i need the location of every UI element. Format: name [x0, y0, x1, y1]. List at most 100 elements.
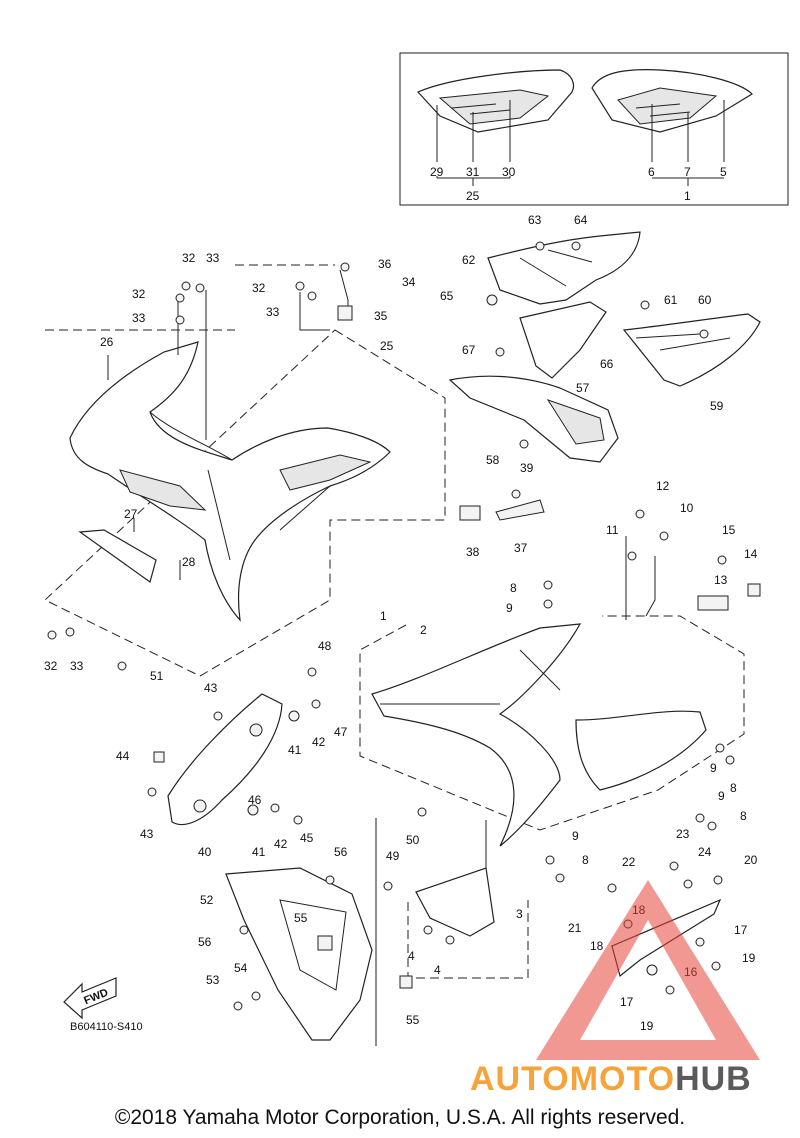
callout-30: 30	[502, 165, 516, 179]
callout-60: 60	[698, 293, 712, 307]
callout-33-b: 33	[132, 311, 146, 325]
callout-8-d: 8	[582, 853, 589, 867]
callout-43-b: 43	[140, 827, 154, 841]
callout-25: 25	[380, 339, 394, 353]
callout-56-a: 56	[334, 845, 348, 859]
callout-38: 38	[466, 545, 480, 559]
callout-41-b: 41	[252, 845, 266, 859]
callout-59: 59	[710, 399, 724, 413]
callout-35: 35	[374, 309, 388, 323]
callout-51: 51	[150, 669, 164, 683]
callout-9-c: 9	[718, 789, 725, 803]
watermark-brand-part1: AUTOMOTO	[470, 1060, 675, 1098]
callout-48: 48	[318, 639, 332, 653]
callout-53: 53	[206, 973, 220, 987]
svg-text:AUTOMOTOHUB: AUTOMOTOHUB	[470, 1060, 752, 1098]
callout-28: 28	[182, 555, 196, 569]
callout-27: 27	[124, 507, 138, 521]
callout-4-a: 4	[408, 949, 415, 963]
callout-13: 13	[714, 573, 728, 587]
callout-7: 7	[684, 165, 691, 179]
callout-14: 14	[744, 547, 758, 561]
callout-20: 20	[744, 853, 758, 867]
callout-56-b: 56	[198, 935, 212, 949]
callout-57: 57	[576, 381, 590, 395]
callout-4-b: 4	[434, 963, 441, 977]
hardware-group	[47, 241, 761, 1011]
callout-58: 58	[486, 453, 500, 467]
callout-67: 67	[462, 343, 476, 357]
callout-33-c: 33	[266, 305, 280, 319]
callout-33-a: 33	[206, 251, 220, 265]
automotohub-watermark: AUTOMOTOHUB	[470, 880, 760, 1098]
callout-61: 61	[664, 293, 678, 307]
callout-42-a: 42	[312, 735, 326, 749]
callout-9-d: 9	[572, 829, 579, 843]
callout-43-a: 43	[204, 681, 218, 695]
callout-6: 6	[648, 165, 655, 179]
callout-2: 2	[420, 623, 427, 637]
callout-15: 15	[722, 523, 736, 537]
callout-32-b: 32	[132, 287, 146, 301]
callout-10: 10	[680, 501, 694, 515]
callout-21: 21	[568, 921, 582, 935]
side-cowling-group	[359, 536, 745, 847]
callout-17-a: 17	[734, 923, 748, 937]
callout-45: 45	[300, 831, 314, 845]
callout-8-a: 8	[510, 581, 517, 595]
callout-39: 39	[520, 461, 534, 475]
callout-42-b: 42	[274, 837, 288, 851]
copyright-text: ©2018 Yamaha Motor Corporation, U.S.A. A…	[115, 1106, 685, 1129]
callout-41-a: 41	[288, 743, 302, 757]
callout-44: 44	[116, 749, 130, 763]
callout-29: 29	[430, 165, 444, 179]
callout-26: 26	[100, 335, 114, 349]
callout-25-inset: 25	[466, 189, 480, 203]
callout-52: 52	[200, 893, 214, 907]
fwd-arrow-icon: FWD	[63, 977, 117, 1020]
callout-32-c: 32	[252, 281, 266, 295]
callout-31: 31	[466, 165, 480, 179]
callout-63: 63	[528, 213, 542, 227]
upper-cowling-group	[44, 264, 446, 677]
callout-8-b: 8	[730, 781, 737, 795]
callout-46: 46	[248, 793, 262, 807]
callout-19-a: 19	[742, 951, 756, 965]
callout-32-a: 32	[182, 251, 196, 265]
callout-5: 5	[720, 165, 727, 179]
callout-24: 24	[698, 845, 712, 859]
watermark-triangle-icon	[536, 880, 760, 1060]
callout-66: 66	[600, 357, 614, 371]
watermark-brand-part2: HUB	[675, 1060, 752, 1098]
callouts: 29 31 30 25 6 7 5 1 32 33 32 33 26 32 33…	[44, 165, 758, 1033]
callout-8-c: 8	[740, 809, 747, 823]
callout-40: 40	[198, 845, 212, 859]
callout-55-a: 55	[294, 911, 308, 925]
callout-22: 22	[622, 855, 636, 869]
callout-11: 11	[606, 523, 619, 537]
callout-17-b: 17	[620, 995, 634, 1009]
callout-19-b: 19	[640, 1019, 654, 1033]
callout-12: 12	[656, 479, 670, 493]
diagram-code: B604110-S410	[70, 1021, 143, 1033]
callout-34: 34	[402, 275, 416, 289]
callout-49: 49	[386, 849, 400, 863]
callout-50: 50	[406, 833, 420, 847]
callout-37: 37	[514, 541, 528, 555]
brackets-group	[448, 231, 761, 463]
callout-36: 36	[378, 257, 392, 271]
callout-33-d: 33	[70, 659, 84, 673]
callout-62: 62	[462, 253, 476, 267]
callout-32-d: 32	[44, 659, 58, 673]
callout-64: 64	[574, 213, 588, 227]
callout-47: 47	[334, 725, 348, 739]
callout-3: 3	[516, 907, 523, 921]
decal-inset	[399, 52, 789, 206]
callout-1: 1	[380, 609, 387, 623]
callout-1-inset: 1	[684, 189, 691, 203]
callout-54: 54	[234, 961, 248, 975]
callout-18-b: 18	[590, 939, 604, 953]
callout-55-b: 55	[406, 1013, 420, 1027]
callout-23: 23	[676, 827, 690, 841]
